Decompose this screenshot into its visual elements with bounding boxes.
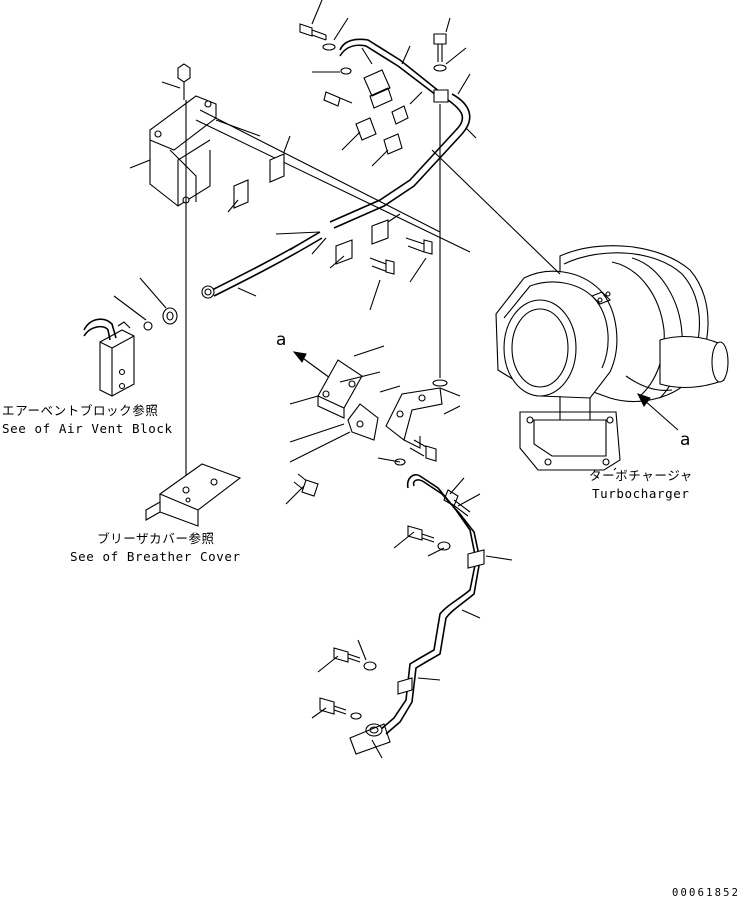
breather-cover-bracket bbox=[146, 464, 240, 526]
middle-clips bbox=[228, 136, 432, 310]
view-ref-a-upper: a bbox=[276, 330, 287, 350]
air-vent-callout-en: See of Air Vent Block bbox=[2, 421, 173, 436]
lower-pipe-assembly bbox=[312, 475, 512, 758]
drawing-code: 00061852 bbox=[672, 887, 741, 899]
air-vent-block bbox=[84, 319, 134, 396]
drain-guide-line bbox=[432, 150, 560, 274]
left-bracket-assembly bbox=[130, 64, 470, 500]
turbocharger bbox=[496, 246, 728, 470]
turbocharger-callout-en: Turbocharger bbox=[592, 486, 690, 501]
air-vent-callout-jp: エアーベントブロック参照 bbox=[2, 403, 159, 418]
view-ref-a-lower: a bbox=[680, 430, 691, 450]
center-lower-brackets bbox=[286, 346, 460, 504]
breather-callout-jp: ブリーザカバー参照 bbox=[97, 531, 215, 546]
top-bolt-hose-cluster bbox=[300, 0, 476, 386]
left-hose-fittings bbox=[114, 232, 326, 330]
breather-callout-en: See of Breather Cover bbox=[70, 549, 241, 564]
turbocharger-callout-jp: ターボチャージャ bbox=[589, 468, 693, 483]
